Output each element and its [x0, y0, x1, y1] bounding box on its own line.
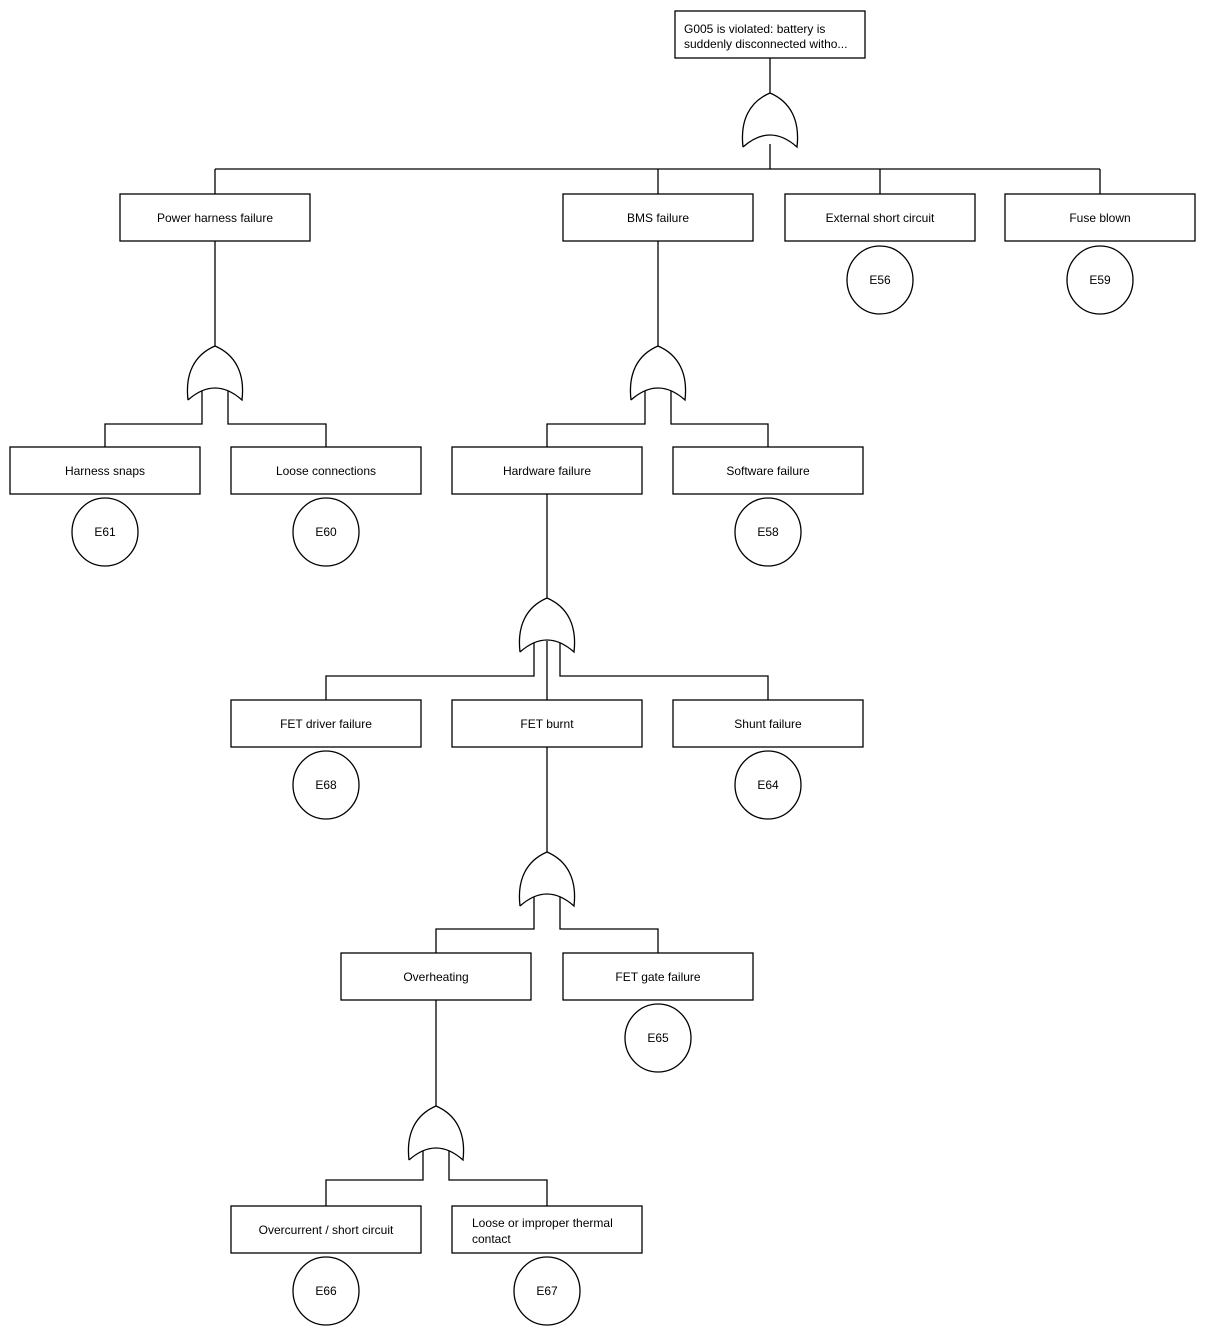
or-gate-bms: [629, 345, 687, 402]
node-fuse-blown: Fuse blown: [1004, 193, 1196, 242]
node-loose-connections: Loose connections: [230, 446, 422, 495]
event-e58: E58: [734, 497, 802, 567]
or-gate-root: [741, 92, 799, 149]
node-label-overheating: Overheating: [403, 970, 468, 984]
node-label-overcurrent-short-circuit: Overcurrent / short circuit: [259, 1223, 394, 1237]
event-circle-e64: [734, 750, 802, 820]
event-circle-e66: [292, 1256, 360, 1326]
or-gate-power-harness: [186, 345, 244, 402]
event-e59: E59: [1066, 245, 1134, 315]
node-box-loose-connections: [230, 446, 422, 495]
event-label-e65: E65: [647, 1031, 669, 1045]
node-bms-failure: BMS failure: [562, 193, 754, 242]
node-overcurrent-short-circuit: Overcurrent / short circuit: [230, 1205, 422, 1254]
node-box-bms-failure: [562, 193, 754, 242]
node-box-fuse-blown: [1004, 193, 1196, 242]
node-label-fuse-blown: Fuse blown: [1069, 211, 1130, 225]
event-e61: E61: [71, 497, 139, 567]
node-fet-burnt: FET burnt: [451, 699, 643, 748]
node-box-overheating: [340, 952, 532, 1001]
or-gate-hardware: [518, 597, 576, 654]
event-circle-e60: [292, 497, 360, 567]
node-box-harness-snaps: [9, 446, 201, 495]
node-power-harness-failure: Power harness failure: [119, 193, 311, 242]
node-label-fet-gate-failure: FET gate failure: [615, 970, 700, 984]
event-label-e68: E68: [315, 778, 337, 792]
node-box-software-failure: [672, 446, 864, 495]
node-box-overcurrent-short-circuit: [230, 1205, 422, 1254]
node-box-power-harness-failure: [119, 193, 311, 242]
node-harness-snaps: Harness snaps: [9, 446, 201, 495]
connector-overheating-fan: [325, 1151, 548, 1206]
node-box-fet-burnt: [451, 699, 643, 748]
event-e68: E68: [292, 750, 360, 820]
node-box-thermal-contact: [451, 1205, 643, 1254]
node-label-external-short-circuit: External short circuit: [826, 211, 935, 225]
node-label-hardware-failure: Hardware failure: [503, 464, 591, 478]
node-root: G005 is violated: battery is suddenly di…: [674, 10, 866, 59]
node-label-bms-failure: BMS failure: [627, 211, 689, 225]
event-circle-e67: [513, 1256, 581, 1326]
or-gate-overheating: [407, 1105, 465, 1162]
event-label-e64: E64: [757, 778, 779, 792]
event-circle-e65: [624, 1003, 692, 1073]
event-circle-e68: [292, 750, 360, 820]
event-label-e61: E61: [94, 525, 116, 539]
node-box-external-short-circuit: [784, 193, 976, 242]
node-label-root: G005 is violated: battery is suddenly di…: [684, 22, 847, 51]
event-e56: E56: [846, 245, 914, 315]
node-hardware-failure: Hardware failure: [451, 446, 643, 495]
node-label-shunt-failure: Shunt failure: [734, 717, 802, 731]
node-label-harness-snaps: Harness snaps: [65, 464, 145, 478]
node-label-fet-burnt: FET burnt: [520, 717, 574, 731]
event-circle-e59: [1066, 245, 1134, 315]
connector-hardware-fan: [325, 641, 769, 700]
event-e64: E64: [734, 750, 802, 820]
connector-power-harness-fan: [104, 391, 327, 447]
node-thermal-contact: Loose or improper thermal contact: [451, 1205, 643, 1254]
event-circle-e56: [846, 245, 914, 315]
event-label-e60: E60: [315, 525, 337, 539]
event-label-e66: E66: [315, 1284, 337, 1298]
event-e60: E60: [292, 497, 360, 567]
event-label-e56: E56: [869, 273, 891, 287]
event-e65: E65: [624, 1003, 692, 1073]
node-shunt-failure: Shunt failure: [672, 699, 864, 748]
event-e66: E66: [292, 1256, 360, 1326]
node-fet-gate-failure: FET gate failure: [562, 952, 754, 1001]
node-overheating: Overheating: [340, 952, 532, 1001]
node-box-hardware-failure: [451, 446, 643, 495]
node-label-power-harness-failure: Power harness failure: [157, 211, 273, 225]
or-gate-fet-burnt: [518, 851, 576, 908]
node-software-failure: Software failure: [672, 446, 864, 495]
event-circle-e61: [71, 497, 139, 567]
node-external-short-circuit: External short circuit: [784, 193, 976, 242]
event-circle-e58: [734, 497, 802, 567]
node-box-fet-driver-failure: [230, 699, 422, 748]
event-label-e59: E59: [1089, 273, 1111, 287]
connector-fet-burnt-fan: [435, 897, 659, 953]
connector-top-fan: [214, 144, 1101, 194]
node-box-root: [674, 10, 866, 59]
connector-bms-fan: [546, 391, 769, 447]
event-e67: E67: [513, 1256, 581, 1326]
event-label-e67: E67: [536, 1284, 558, 1298]
node-box-fet-gate-failure: [562, 952, 754, 1001]
event-label-e58: E58: [757, 525, 779, 539]
node-box-shunt-failure: [672, 699, 864, 748]
node-label-loose-connections: Loose connections: [276, 464, 376, 478]
node-label-software-failure: Software failure: [726, 464, 810, 478]
node-label-thermal-contact: Loose or improper thermal contact: [472, 1216, 616, 1246]
node-label-fet-driver-failure: FET driver failure: [280, 717, 372, 731]
node-fet-driver-failure: FET driver failure: [230, 699, 422, 748]
